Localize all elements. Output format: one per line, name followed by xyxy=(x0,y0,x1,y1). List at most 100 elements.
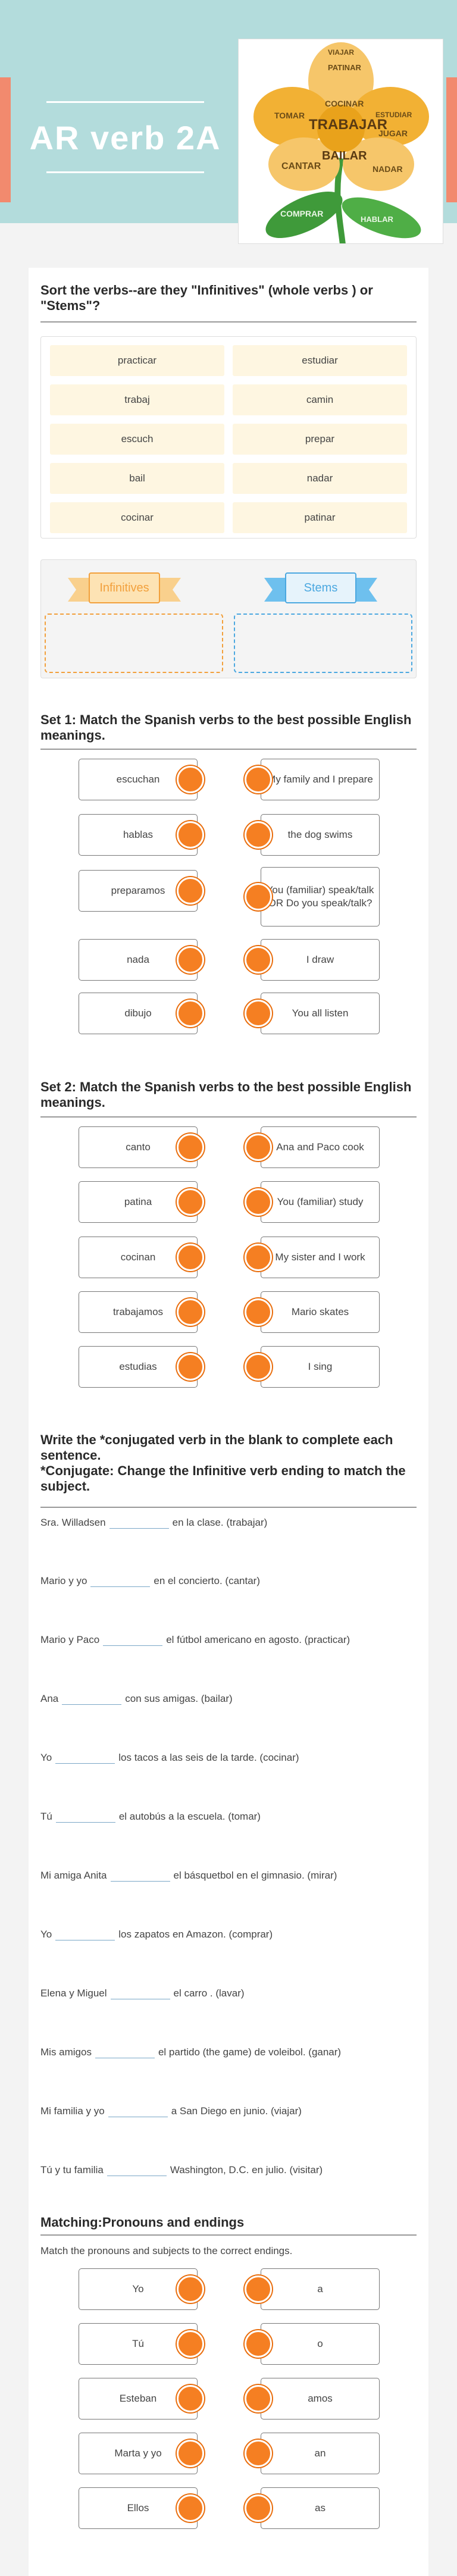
answer-blank[interactable] xyxy=(110,1986,170,1999)
sort-chip[interactable]: practicar xyxy=(50,345,224,376)
answer-blank[interactable] xyxy=(107,2163,167,2176)
sort-chip[interactable]: camin xyxy=(233,384,407,415)
header-banner: AR verb 2A TRABAJAR COCINAR TOMAR CANTAR… xyxy=(0,0,457,244)
answer-blank[interactable] xyxy=(90,1574,151,1587)
title-block: AR verb 2A xyxy=(23,101,228,173)
match-left-item[interactable]: escuchan xyxy=(79,759,198,800)
answer-blank[interactable] xyxy=(103,1633,163,1646)
match-right-dot[interactable] xyxy=(245,2440,272,2467)
match-right-item[interactable]: a xyxy=(261,2268,380,2310)
match-left-dot[interactable] xyxy=(177,877,204,904)
sort-chip[interactable]: bail xyxy=(50,463,224,494)
cover-word: CANTAR xyxy=(281,161,321,171)
match-left-dot[interactable] xyxy=(177,2385,204,2412)
match-right-dot[interactable] xyxy=(245,2494,272,2522)
match-left-dot[interactable] xyxy=(177,1244,204,1271)
stems-drop-zone[interactable] xyxy=(234,614,412,673)
match-left-dot[interactable] xyxy=(177,821,204,849)
conjugate-divider xyxy=(40,1507,417,1508)
cover-word: COCINAR xyxy=(325,99,364,108)
match-right-item[interactable]: My sister and I work xyxy=(261,1237,380,1278)
sentence-rest: el partido (the game) de voleibol. (gana… xyxy=(158,2046,342,2058)
match-right-dot[interactable] xyxy=(245,1353,272,1381)
match-right-item[interactable]: I sing xyxy=(261,1346,380,1388)
match-right-item[interactable]: You all listen xyxy=(261,993,380,1034)
sort-chip[interactable]: escuch xyxy=(50,424,224,455)
match-left-dot[interactable] xyxy=(177,1298,204,1326)
answer-blank[interactable] xyxy=(55,1927,115,1940)
match-right-dot[interactable] xyxy=(245,2275,272,2303)
match-right-dot[interactable] xyxy=(245,1298,272,1326)
sort-chip[interactable]: patinar xyxy=(233,502,407,533)
pronouns-divider xyxy=(40,2234,417,2236)
sort-chip[interactable]: cocinar xyxy=(50,502,224,533)
sentence-rest: el carro . (lavar) xyxy=(173,1987,245,1999)
match-right-item[interactable]: amos xyxy=(261,2378,380,2420)
match-right-dot[interactable] xyxy=(245,2385,272,2412)
match-right-dot[interactable] xyxy=(245,766,272,793)
answer-blank[interactable] xyxy=(109,1516,169,1529)
answer-blank[interactable] xyxy=(55,1751,115,1764)
sort-chip[interactable]: trabaj xyxy=(50,384,224,415)
match-left-dot[interactable] xyxy=(177,2275,204,2303)
set2-title: Set 2: Match the Spanish verbs to the be… xyxy=(40,1079,412,1110)
cover-word: PATINAR xyxy=(328,63,361,72)
match-left-dot[interactable] xyxy=(177,766,204,793)
answer-blank[interactable] xyxy=(62,1692,122,1705)
sentence-subject: Mario y Paco xyxy=(40,1634,100,1645)
match-right-item[interactable]: Ana and Paco cook xyxy=(261,1126,380,1168)
set2-divider xyxy=(40,1116,417,1118)
match-right-item[interactable]: as xyxy=(261,2487,380,2529)
cover-word: JUGAR xyxy=(378,129,408,138)
answer-blank[interactable] xyxy=(110,1868,170,1882)
sentence-rest: en el concierto. (cantar) xyxy=(154,1575,261,1586)
match-left-dot[interactable] xyxy=(177,2440,204,2467)
answer-blank[interactable] xyxy=(108,2104,168,2117)
match-right-dot[interactable] xyxy=(245,883,272,910)
sentence-row: Mario y Paco el fútbol americano en agost… xyxy=(40,1633,350,1646)
ribbon-icon xyxy=(68,572,181,603)
conjugate-title: Write the *conjugated verb in the blank … xyxy=(40,1432,406,1494)
match-right-item[interactable]: the dog swims xyxy=(261,814,380,856)
match-right-item[interactable]: You (familiar) speak/talk OR Do you spea… xyxy=(261,867,380,927)
answer-blank[interactable] xyxy=(55,1810,115,1823)
match-right-dot[interactable] xyxy=(245,946,272,974)
match-left-dot[interactable] xyxy=(177,1000,204,1027)
left-accent-bar xyxy=(0,77,11,202)
match-left-dot[interactable] xyxy=(177,1188,204,1216)
sentence-subject: Tú xyxy=(40,1811,52,1822)
match-right-dot[interactable] xyxy=(245,1188,272,1216)
sentence-rest: el fútbol americano en agosto. (practica… xyxy=(166,1634,350,1645)
sentence-subject: Tú y tu familia xyxy=(40,2164,104,2176)
pronouns-instructions: Match the pronouns and subjects to the c… xyxy=(40,2245,293,2256)
match-left-dot[interactable] xyxy=(177,946,204,974)
match-right-item[interactable]: My family and I prepare xyxy=(261,759,380,800)
title-bottom-line xyxy=(46,171,204,173)
match-left-dot[interactable] xyxy=(177,2330,204,2358)
sort-title: Sort the verbs--are they "Infinitives" (… xyxy=(40,283,373,313)
match-right-dot[interactable] xyxy=(245,1000,272,1027)
match-right-item[interactable]: You (familiar) study xyxy=(261,1181,380,1223)
match-right-dot[interactable] xyxy=(245,2330,272,2358)
sort-chip[interactable]: nadar xyxy=(233,463,407,494)
match-left-dot[interactable] xyxy=(177,1134,204,1161)
sort-chip[interactable]: estudiar xyxy=(233,345,407,376)
match-right-dot[interactable] xyxy=(245,1244,272,1271)
sort-chip[interactable]: prepar xyxy=(233,424,407,455)
infinitives-drop-zone[interactable] xyxy=(45,614,223,673)
answer-blank[interactable] xyxy=(95,2045,155,2058)
match-right-dot[interactable] xyxy=(245,821,272,849)
match-right-item[interactable]: o xyxy=(261,2323,380,2365)
match-right-dot[interactable] xyxy=(245,1134,272,1161)
match-right-item[interactable]: an xyxy=(261,2433,380,2474)
match-left-item[interactable]: hablas xyxy=(79,814,198,856)
sentence-subject: Mario y yo xyxy=(40,1575,87,1586)
category-area: Infinitives Stems xyxy=(40,559,417,678)
match-left-dot[interactable] xyxy=(177,2494,204,2522)
match-left-dot[interactable] xyxy=(177,1353,204,1381)
match-right-item[interactable]: I draw xyxy=(261,939,380,981)
match-right-item[interactable]: Mario skates xyxy=(261,1291,380,1333)
sentence-subject: Mi amiga Anita xyxy=(40,1870,107,1881)
